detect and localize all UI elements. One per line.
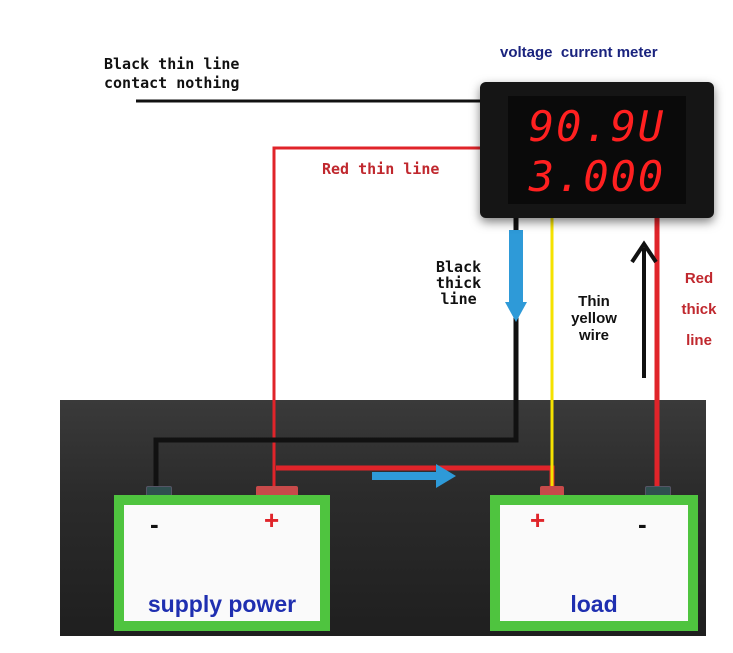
black-thin-line-label-1: Black thin line [104,55,240,73]
black-up-arrow [630,240,658,378]
supply-battery-face [124,505,320,621]
current-readout: 3.000 [528,152,666,201]
blue-down-arrow [505,230,527,322]
black-thin-line-label-2: contact nothing [104,74,240,92]
red-thick-line-label-1: Red [684,270,714,287]
blue-right-arrow [372,464,456,488]
voltage-readout: 90.9U [528,102,666,151]
load-battery: + - load [490,495,698,631]
load-label: load [570,591,618,617]
yellow-wire-label-2: yellow [571,310,617,327]
red-thick-line-label-2: thick [681,301,717,318]
black-thick-line-label: Black thick line [436,259,481,307]
red-thick-line-label-3: line [686,332,712,349]
black-thin-line-label: Black thin line contact nothing [104,55,239,93]
meter-title: voltage current meter [500,44,658,61]
meter-display: 90.9U 3.000 [508,96,686,204]
voltage-current-meter: 90.9U 3.000 [480,82,714,218]
black-thick-wire [153,218,519,488]
red-thick-line-label: Red thick line [672,263,726,356]
supply-negative-sign: - [150,509,159,539]
red-thin-line-label: Red thin line [322,160,440,178]
load-battery-face [500,505,688,621]
load-positive-sign: + [530,505,546,535]
yellow-wire-label-1: Thin [578,293,610,310]
supply-positive-sign: + [264,505,280,535]
black-thick-line-label-1: Black [436,258,482,276]
red-thin-wire [272,146,482,488]
supply-power-label: supply power [147,591,297,617]
load-negative-sign: - [638,509,647,539]
yellow-wire-label-3: wire [578,327,609,344]
black-thick-line-label-2: thick [436,274,482,292]
black-thick-line-label-3: line [440,290,477,308]
yellow-wire-label: Thin yellow wire [562,293,626,344]
supply-power-battery: - + supply power [114,495,330,631]
